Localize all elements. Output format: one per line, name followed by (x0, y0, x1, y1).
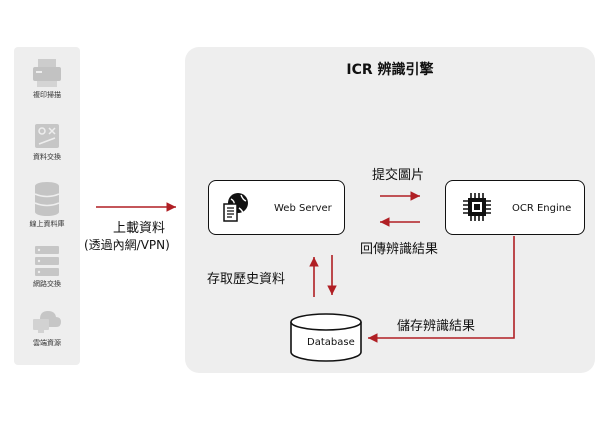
web-server-label: Web Server (274, 203, 332, 214)
ocr-engine-node: OCR Engine (445, 180, 585, 235)
upload-label: 上載資料 (112, 221, 165, 236)
database-label: Database (307, 337, 355, 348)
source-sidebar: 複印掃描 資料交換 線上資料庫 網路交換 (14, 47, 80, 365)
sidebar-item-network: 網路交換 (14, 244, 80, 289)
panel-title: ICR 辨識引擎 (346, 62, 434, 78)
upload-sublabel: (透過內網/VPN) (84, 238, 170, 252)
sidebar-item-label: 線上資料庫 (29, 220, 65, 228)
printer-scanner-icon (33, 59, 61, 87)
access-history-label: 存取歷史資料 (207, 272, 286, 287)
sidebar-item-cloud: 雲端資源 (14, 305, 80, 348)
online-database-icon (34, 182, 60, 216)
data-exchange-icon (35, 124, 59, 148)
network-switch-icon (35, 246, 59, 276)
database-node (290, 313, 362, 362)
web-server-node: Web Server (208, 180, 345, 235)
sidebar-item-label: 網路交換 (33, 280, 61, 288)
return-result-label: 回傳辨識結果 (360, 242, 439, 257)
ocr-engine-label: OCR Engine (512, 203, 572, 214)
cloud-resources-icon (33, 311, 61, 333)
processor-chip-icon (463, 193, 491, 221)
store-result-label: 儲存辨識結果 (397, 319, 476, 334)
sidebar-item-exchange: 資料交換 (14, 121, 80, 162)
sidebar-item-label: 複印掃描 (33, 91, 61, 99)
submit-image-label: 提交圖片 (372, 168, 425, 183)
web-document-icon (223, 193, 248, 222)
sidebar-item-label: 資料交換 (33, 153, 61, 161)
store-result-arrow (368, 236, 515, 343)
sidebar-item-label: 雲端資源 (33, 339, 61, 347)
sidebar-item-database: 線上資料庫 (14, 180, 80, 229)
sidebar-item-printer: 複印掃描 (14, 57, 80, 100)
